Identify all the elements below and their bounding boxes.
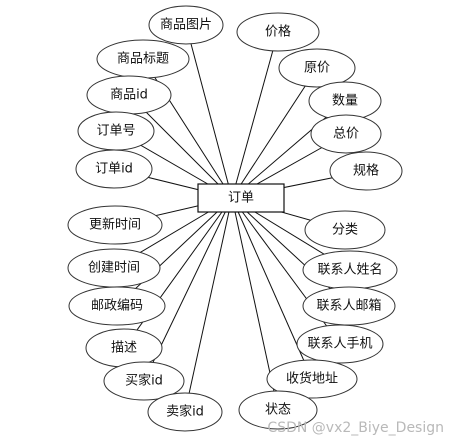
- attribute-label: 买家id: [125, 373, 163, 389]
- attribute-label: 商品id: [110, 88, 148, 103]
- entity-label: 订单: [228, 191, 254, 206]
- attribute-node: 原价: [278, 48, 356, 88]
- attribute-node: 订单号: [77, 111, 155, 151]
- attribute-ellipse: [304, 210, 386, 250]
- attribute-label: 邮政编码: [91, 299, 143, 314]
- attribute-ellipse: [266, 359, 358, 399]
- attribute-ellipse: [75, 149, 153, 189]
- connector-line: [184, 197, 233, 413]
- connector-line: [123, 197, 233, 349]
- connector-line: [116, 197, 233, 307]
- attribute-ellipse: [310, 114, 382, 154]
- attribute-label: 联系人姓名: [317, 262, 382, 278]
- attribute-label: 商品图片: [160, 18, 212, 33]
- attribute-ellipse: [329, 151, 403, 191]
- attribute-node: 订单id: [75, 149, 153, 189]
- attribute-node: 收货地址: [266, 359, 358, 399]
- attribute-node: 买家id: [103, 361, 185, 401]
- attribute-node: 规格: [329, 151, 403, 191]
- attribute-label: 联系人邮箱: [316, 298, 381, 314]
- attribute-label: 订单号: [96, 124, 135, 139]
- attribute-label: 规格: [353, 163, 379, 179]
- connector-line: [231, 31, 279, 199]
- attribute-label: 原价: [304, 61, 330, 76]
- attribute-ellipse: [238, 390, 318, 430]
- attribute-node: 商品标题: [96, 39, 190, 79]
- entity-box: [197, 183, 285, 213]
- attribute-ellipse: [68, 286, 166, 326]
- attribute-ellipse: [147, 392, 223, 432]
- attribute-ellipse: [67, 205, 163, 245]
- attribute-label: 收货地址: [286, 371, 338, 387]
- connector-line: [142, 58, 233, 199]
- attribute-label: 数量: [332, 94, 358, 109]
- attribute-node: 数量: [308, 81, 382, 121]
- attribute-node: 卖家id: [147, 392, 223, 432]
- attribute-node: 商品id: [86, 75, 172, 115]
- attribute-label: 价格: [265, 24, 291, 40]
- attribute-ellipse: [278, 48, 356, 88]
- attribute-ellipse: [148, 5, 224, 45]
- attribute-node: 邮政编码: [68, 286, 166, 326]
- connector-line: [185, 24, 233, 199]
- attribute-node: 联系人手机: [296, 324, 384, 364]
- attribute-label: 创建时间: [88, 261, 140, 276]
- attribute-node: 分类: [304, 210, 386, 250]
- attribute-node: 联系人姓名: [302, 250, 398, 290]
- attribute-node: 更新时间: [67, 205, 163, 245]
- attribute-node: 描述: [85, 328, 163, 368]
- attribute-label: 分类: [332, 223, 358, 238]
- attribute-node: 商品图片: [148, 5, 224, 45]
- attribute-label: 状态: [265, 403, 291, 418]
- attribute-node: 联系人邮箱: [302, 286, 396, 326]
- attribute-label: 商品标题: [117, 52, 169, 67]
- attribute-ellipse: [103, 361, 185, 401]
- attribute-node: 状态: [238, 390, 318, 430]
- connector-line: [231, 67, 318, 199]
- connector-line: [231, 197, 350, 307]
- attribute-node: 价格: [236, 12, 320, 52]
- attribute-node: 创建时间: [67, 248, 161, 288]
- attribute-label: 更新时间: [89, 217, 141, 233]
- attribute-ellipse: [296, 324, 384, 364]
- watermark: CSDN @vx2_Biye_Design: [267, 420, 444, 436]
- attribute-label: 描述: [111, 341, 137, 356]
- attribute-label: 卖家id: [166, 404, 204, 420]
- attribute-label: 总价: [333, 127, 359, 142]
- attribute-label: 订单id: [95, 162, 133, 177]
- attribute-ellipse: [236, 12, 320, 52]
- attribute-node: 总价: [310, 114, 382, 154]
- attribute-label: 联系人手机: [307, 337, 372, 352]
